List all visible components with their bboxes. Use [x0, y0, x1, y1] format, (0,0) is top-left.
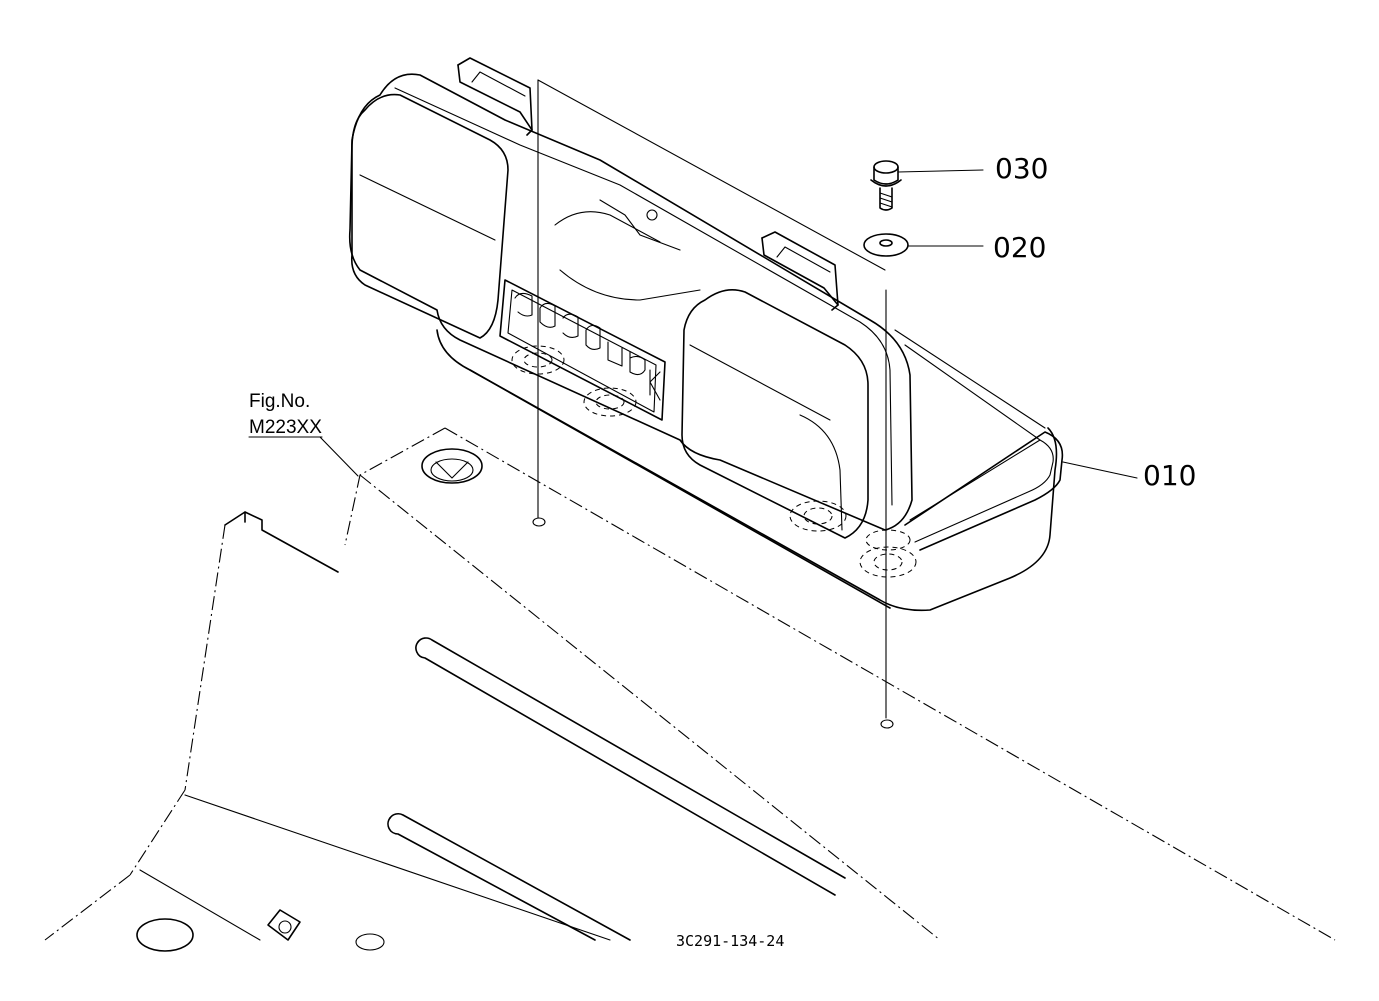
callout-030: 030 — [995, 152, 1048, 185]
tool-box-part-010 — [348, 57, 1064, 719]
figure-ref-label: Fig.No. — [249, 391, 310, 412]
latch-left — [457, 57, 533, 136]
callout-010: 010 — [1143, 459, 1196, 492]
fender-plate — [44, 427, 1336, 952]
bolt-part-030 — [870, 160, 902, 211]
latch-right — [761, 231, 839, 311]
figure-ref-number: M223XX — [249, 417, 322, 438]
washer-part-020 — [863, 233, 909, 257]
drawing-number: 3C291-134-24 — [676, 932, 784, 950]
kubota-logo — [514, 292, 661, 401]
leader-lines — [248, 169, 1138, 479]
callout-020: 020 — [993, 231, 1046, 264]
